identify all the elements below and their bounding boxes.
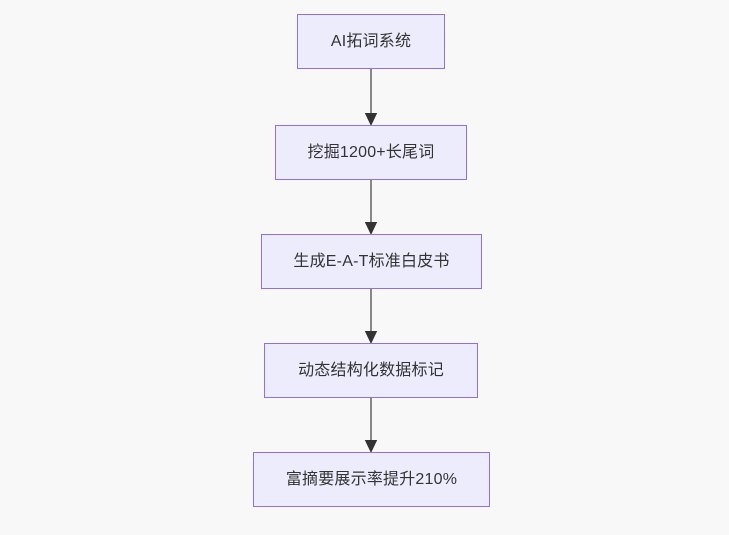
flowchart-edge-4 (364, 397, 378, 453)
flowchart-node-label: 动态结构化数据标记 (298, 361, 444, 379)
flowchart-node-label: AI拓词系统 (330, 32, 412, 50)
flowchart-node-4[interactable]: 动态结构化数据标记 (264, 343, 478, 398)
flowchart-node-label: 挖掘1200+长尾词 (307, 143, 435, 161)
flowchart-node-label: 生成E-A-T标准白皮书 (293, 252, 450, 270)
flowchart-node-1[interactable]: AI拓词系统 (297, 14, 445, 69)
flowchart-edge-1 (364, 69, 378, 126)
flowchart-edge-2 (364, 179, 378, 235)
flowchart-node-5[interactable]: 富摘要展示率提升210% (253, 452, 490, 507)
flowchart-node-3[interactable]: 生成E-A-T标准白皮书 (261, 234, 482, 289)
flowchart-node-label: 富摘要展示率提升210% (285, 470, 458, 488)
flowchart-node-2[interactable]: 挖掘1200+长尾词 (275, 125, 467, 180)
flowchart-edge-3 (364, 288, 378, 344)
